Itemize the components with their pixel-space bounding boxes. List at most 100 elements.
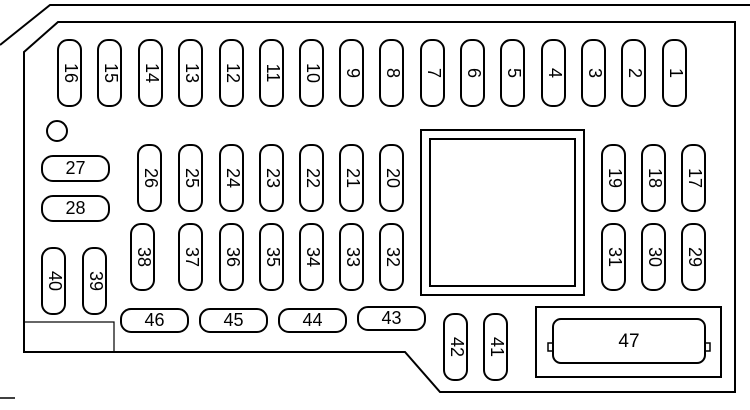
fuse-33-label: 33	[343, 247, 363, 267]
fuse-37-label: 37	[182, 247, 202, 267]
fuse-36: 36	[219, 223, 244, 291]
fuse-5-label: 5	[504, 68, 524, 78]
fuse-42: 42	[443, 313, 468, 381]
fuse-23-label: 23	[263, 168, 283, 188]
fuse-32-label: 32	[383, 247, 403, 267]
fuse-28: 28	[41, 195, 110, 222]
fuse-22: 22	[299, 144, 324, 212]
fuse-3-label: 3	[585, 68, 605, 78]
fuse-45-label: 45	[223, 310, 243, 330]
fuse-17-label: 17	[685, 168, 705, 188]
fuse-32: 32	[379, 223, 404, 291]
fuse-8: 8	[379, 39, 404, 107]
fuse-41: 41	[483, 313, 508, 381]
fuse-41-label: 41	[487, 337, 507, 357]
fuse-4-label: 4	[545, 68, 565, 78]
fuse-12-label: 12	[223, 63, 243, 83]
fuse-31-label: 31	[605, 247, 625, 267]
mounting-hole	[46, 120, 68, 142]
fuse-9-label: 9	[343, 68, 363, 78]
fuse-2: 2	[621, 39, 646, 107]
panel-outline	[0, 4, 750, 46]
fuse-39: 39	[82, 247, 107, 315]
fuse-45: 45	[199, 308, 268, 333]
fuse-7-label: 7	[424, 68, 444, 78]
fuse-19: 19	[601, 144, 626, 212]
fuse-21: 21	[339, 144, 364, 212]
fuse-33: 33	[339, 223, 364, 291]
fuse-18-label: 18	[645, 168, 665, 188]
fuse-14-label: 14	[142, 63, 162, 83]
corner-block	[23, 321, 115, 353]
fuse-37: 37	[178, 223, 203, 291]
fuse-23: 23	[259, 144, 284, 212]
fuse-15: 15	[97, 39, 122, 107]
fuse-2-label: 2	[625, 68, 645, 78]
fuse-27: 27	[41, 155, 110, 182]
fuse-31: 31	[601, 223, 626, 291]
fuse-10: 10	[299, 39, 324, 107]
fuse-20: 20	[379, 144, 404, 212]
fuse-6-label: 6	[464, 68, 484, 78]
fuse-47-label: 47	[618, 331, 639, 352]
fuse-9: 9	[339, 39, 364, 107]
fuse-16: 16	[57, 39, 82, 107]
fuse-17: 17	[681, 144, 706, 212]
fuse-21-label: 21	[343, 168, 363, 188]
fuse-34: 34	[299, 223, 324, 291]
fuse-13-label: 13	[182, 63, 202, 83]
fuse-40: 40	[41, 247, 66, 315]
fuse-11: 11	[259, 39, 284, 107]
relay-box-outer	[420, 129, 585, 296]
fuse-43-label: 43	[381, 308, 401, 328]
fuse-28-label: 28	[65, 198, 85, 218]
fuse-1: 1	[662, 39, 687, 107]
fuse-44: 44	[278, 308, 347, 333]
fuse-10-label: 10	[303, 63, 323, 83]
fuse-46-label: 46	[144, 310, 164, 330]
fuse-38: 38	[130, 223, 155, 291]
fuse-7: 7	[420, 39, 445, 107]
fuse-19-label: 19	[605, 168, 625, 188]
fuse-27-label: 27	[65, 158, 85, 178]
fuse-36-label: 36	[223, 247, 243, 267]
fuse-4: 4	[541, 39, 566, 107]
fuse-47: 47	[547, 318, 711, 364]
fuse-30-label: 30	[645, 247, 665, 267]
fuse-3: 3	[581, 39, 606, 107]
fuse-11-label: 11	[263, 64, 283, 83]
fuse-12: 12	[219, 39, 244, 107]
fuse-24: 24	[219, 144, 244, 212]
fuse-29: 29	[681, 223, 706, 291]
fuse-35-label: 35	[263, 247, 283, 267]
fuse-26: 26	[137, 144, 162, 212]
fuse-15-label: 15	[101, 63, 121, 83]
fuse-20-label: 20	[383, 168, 403, 188]
fuse-18: 18	[641, 144, 666, 212]
fuse-38-label: 38	[134, 247, 154, 267]
fuse-43: 43	[357, 306, 426, 331]
fuse-22-label: 22	[303, 168, 323, 188]
fuse-40-label: 40	[45, 271, 65, 291]
fuse-8-label: 8	[383, 68, 403, 78]
fuse-25: 25	[178, 144, 203, 212]
fuse-39-label: 39	[86, 271, 106, 291]
fuse-29-label: 29	[685, 247, 705, 267]
fuse-1-label: 1	[666, 68, 686, 78]
fuse-30: 30	[641, 223, 666, 291]
relay-box-inner	[429, 138, 576, 287]
fuse-5: 5	[500, 39, 525, 107]
fuse-46: 46	[120, 308, 189, 333]
fuse-44-label: 44	[302, 310, 322, 330]
fuse-25-label: 25	[182, 168, 202, 188]
fuse-6: 6	[460, 39, 485, 107]
fuse-42-label: 42	[447, 337, 467, 357]
fuse-26-label: 26	[141, 168, 161, 188]
fuse-34-label: 34	[303, 247, 323, 267]
fuse-24-label: 24	[223, 168, 243, 188]
fuse-14: 14	[138, 39, 163, 107]
fuse-13: 13	[178, 39, 203, 107]
fuse-35: 35	[259, 223, 284, 291]
fuse-16-label: 16	[61, 63, 81, 83]
